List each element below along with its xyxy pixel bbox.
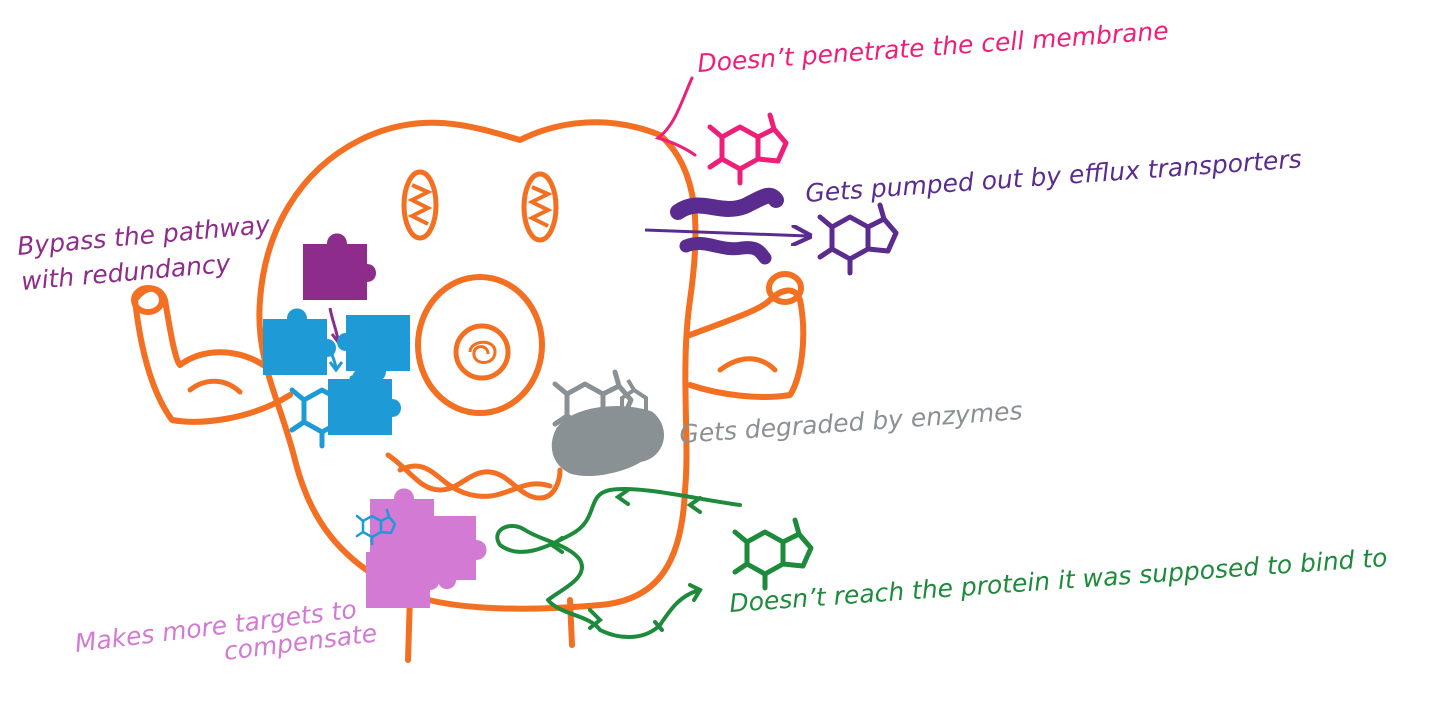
membrane-label: Doesn’t penetrate the cell membrane [696,16,1169,78]
blue-puzzle-protein-left [263,308,336,375]
pink-molecule-icon [710,115,786,183]
membrane-pointer-line [654,76,697,157]
green-molecule-icon [735,520,811,588]
degrading-enzyme: Gets degraded by enzymes [551,372,1023,476]
efflux-transporter: Gets pumped out by efflux transporters [644,144,1303,273]
reach-label: Doesn’t reach the protein it was suppose… [728,543,1388,618]
efflux-arrow [644,230,808,236]
dna-smile [385,452,563,501]
blue-puzzle-protein-right [337,315,410,382]
right-arm [687,287,807,400]
degraded-label: Gets degraded by enzymes [678,396,1023,449]
bypass-arrow-2 [328,339,338,369]
left-fist [131,285,165,315]
efflux-pump-top [670,187,784,220]
magenta-puzzle-protein [303,233,376,300]
green-path [495,487,742,639]
purple-molecule-icon [820,205,896,273]
mitochondrion-left [401,169,439,241]
bypass-pathway: Bypass the pathway with redundancy [16,210,410,446]
efflux-label: Gets pumped out by efflux transporters [804,144,1302,208]
right-fist [766,271,804,305]
bypass-arrow-1 [328,307,340,341]
efflux-pump-bottom [679,237,772,265]
mitochondrion-right [521,171,559,243]
nucleus [415,274,545,416]
bypass-label-line1: Bypass the pathway [16,210,272,261]
failed-binding-path: Doesn’t reach the protein it was suppose… [495,487,1388,639]
more-targets: Makes more targets to compensate [73,488,487,666]
right-leg [567,597,575,648]
